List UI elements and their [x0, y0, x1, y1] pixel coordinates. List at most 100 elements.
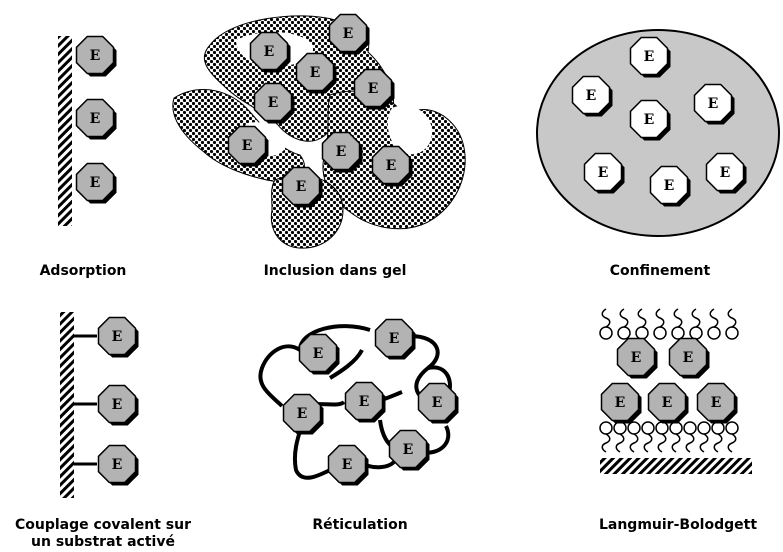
enzyme: E — [99, 318, 139, 358]
adsorption-support — [58, 36, 72, 226]
lipid-head — [600, 327, 612, 339]
lipid-molecule — [654, 309, 666, 339]
lipid-molecule — [690, 309, 702, 339]
lipid-tail — [728, 309, 736, 327]
lipid-molecule — [628, 422, 640, 452]
lipid-molecule — [614, 422, 626, 452]
enzyme: E — [419, 384, 459, 424]
adsorption-enzymes: E E E — [77, 37, 117, 204]
lipid-tail — [602, 434, 610, 452]
enzyme-label: E — [313, 346, 324, 362]
langmuir-panel: E E E E E — [600, 309, 752, 474]
enzyme-label: E — [264, 44, 275, 60]
adsorption-panel: E E E — [58, 36, 117, 226]
lipid-molecule — [642, 422, 654, 452]
lipid-molecule — [726, 422, 738, 452]
caption-confinement: Confinement — [560, 263, 760, 280]
lipid-head — [600, 422, 612, 434]
lipid-tail — [692, 309, 700, 327]
enzyme-label: E — [386, 158, 397, 174]
covalent-links — [74, 336, 97, 464]
enzyme: E — [346, 383, 386, 423]
lipid-tail — [728, 434, 736, 452]
lipid-head — [698, 422, 710, 434]
lipid-tail — [674, 309, 682, 327]
caption-inclusion: Inclusion dans gel — [220, 263, 450, 280]
lipid-head — [636, 327, 648, 339]
lipid-tail — [620, 309, 628, 327]
lipid-head — [654, 327, 666, 339]
enzyme-label: E — [720, 165, 731, 181]
lipid-molecule — [618, 309, 630, 339]
enzyme-label: E — [586, 88, 597, 104]
enzyme-label: E — [90, 48, 101, 64]
enzyme-label: E — [343, 26, 354, 42]
lipid-tail — [672, 434, 680, 452]
langmuir-substrate — [600, 458, 752, 474]
enzyme: E — [77, 164, 117, 204]
enzyme-label: E — [296, 179, 307, 195]
caption-covalent-line1: Couplage covalent sur — [0, 517, 206, 534]
enzyme: E — [390, 431, 430, 471]
lipid-head — [726, 422, 738, 434]
lipid-head — [708, 327, 720, 339]
enzyme-label: E — [342, 457, 353, 473]
lipid-head — [642, 422, 654, 434]
lipid-tail — [616, 434, 624, 452]
enzyme-label: E — [664, 178, 675, 194]
lipid-molecule — [636, 309, 648, 339]
enzyme-label: E — [683, 350, 694, 366]
enzyme-label: E — [644, 112, 655, 128]
enzyme: E — [670, 339, 710, 379]
lipid-head — [712, 422, 724, 434]
lipid-tail — [714, 434, 722, 452]
lipid-head — [726, 327, 738, 339]
enzyme-label: E — [112, 457, 123, 473]
lipid-molecule — [600, 309, 612, 339]
lipid-molecule — [600, 422, 612, 452]
caption-adsorption: Adsorption — [0, 263, 166, 280]
lipid-tail — [686, 434, 694, 452]
enzyme-label: E — [112, 397, 123, 413]
lipid-molecule — [712, 422, 724, 452]
enzyme-label: E — [403, 442, 414, 458]
lipid-layer-top — [600, 309, 738, 339]
enzyme-label: E — [90, 111, 101, 127]
enzyme-label: E — [297, 406, 308, 422]
langmuir-enzymes: E E E E E — [602, 339, 738, 424]
enzyme-label: E — [268, 95, 279, 111]
enzyme-label: E — [242, 138, 253, 154]
enzyme-label: E — [711, 395, 722, 411]
enzyme-label: E — [432, 395, 443, 411]
enzyme-label: E — [644, 49, 655, 65]
enzyme: E — [329, 446, 369, 486]
enzyme-label: E — [310, 65, 321, 81]
enzyme-label: E — [112, 329, 123, 345]
lipid-head — [684, 422, 696, 434]
enzyme: E — [77, 100, 117, 140]
lipid-head — [656, 422, 668, 434]
enzyme-label: E — [631, 350, 642, 366]
lipid-molecule — [656, 422, 668, 452]
enzyme-label: E — [615, 395, 626, 411]
caption-langmuir: Langmuir-Bolodgett — [578, 517, 778, 534]
enzyme: E — [99, 386, 139, 426]
lipid-tail — [700, 434, 708, 452]
caption-reticulation: Réticulation — [260, 517, 460, 534]
lipid-tail — [658, 434, 666, 452]
enzyme-label: E — [662, 395, 673, 411]
enzyme: E — [376, 320, 416, 360]
enzyme-label: E — [368, 81, 379, 97]
covalent-enzymes: E E E — [99, 318, 139, 486]
enzyme-label: E — [90, 175, 101, 191]
lipid-tail — [630, 434, 638, 452]
enzyme-label: E — [359, 394, 370, 410]
lipid-tail — [644, 434, 652, 452]
enzyme: E — [698, 384, 738, 424]
enzyme-label: E — [389, 331, 400, 347]
lipid-tail — [638, 309, 646, 327]
enzyme: E — [77, 37, 117, 77]
enzyme: E — [99, 446, 139, 486]
enzyme: E — [618, 339, 658, 379]
lipid-layer-bottom — [600, 422, 738, 452]
